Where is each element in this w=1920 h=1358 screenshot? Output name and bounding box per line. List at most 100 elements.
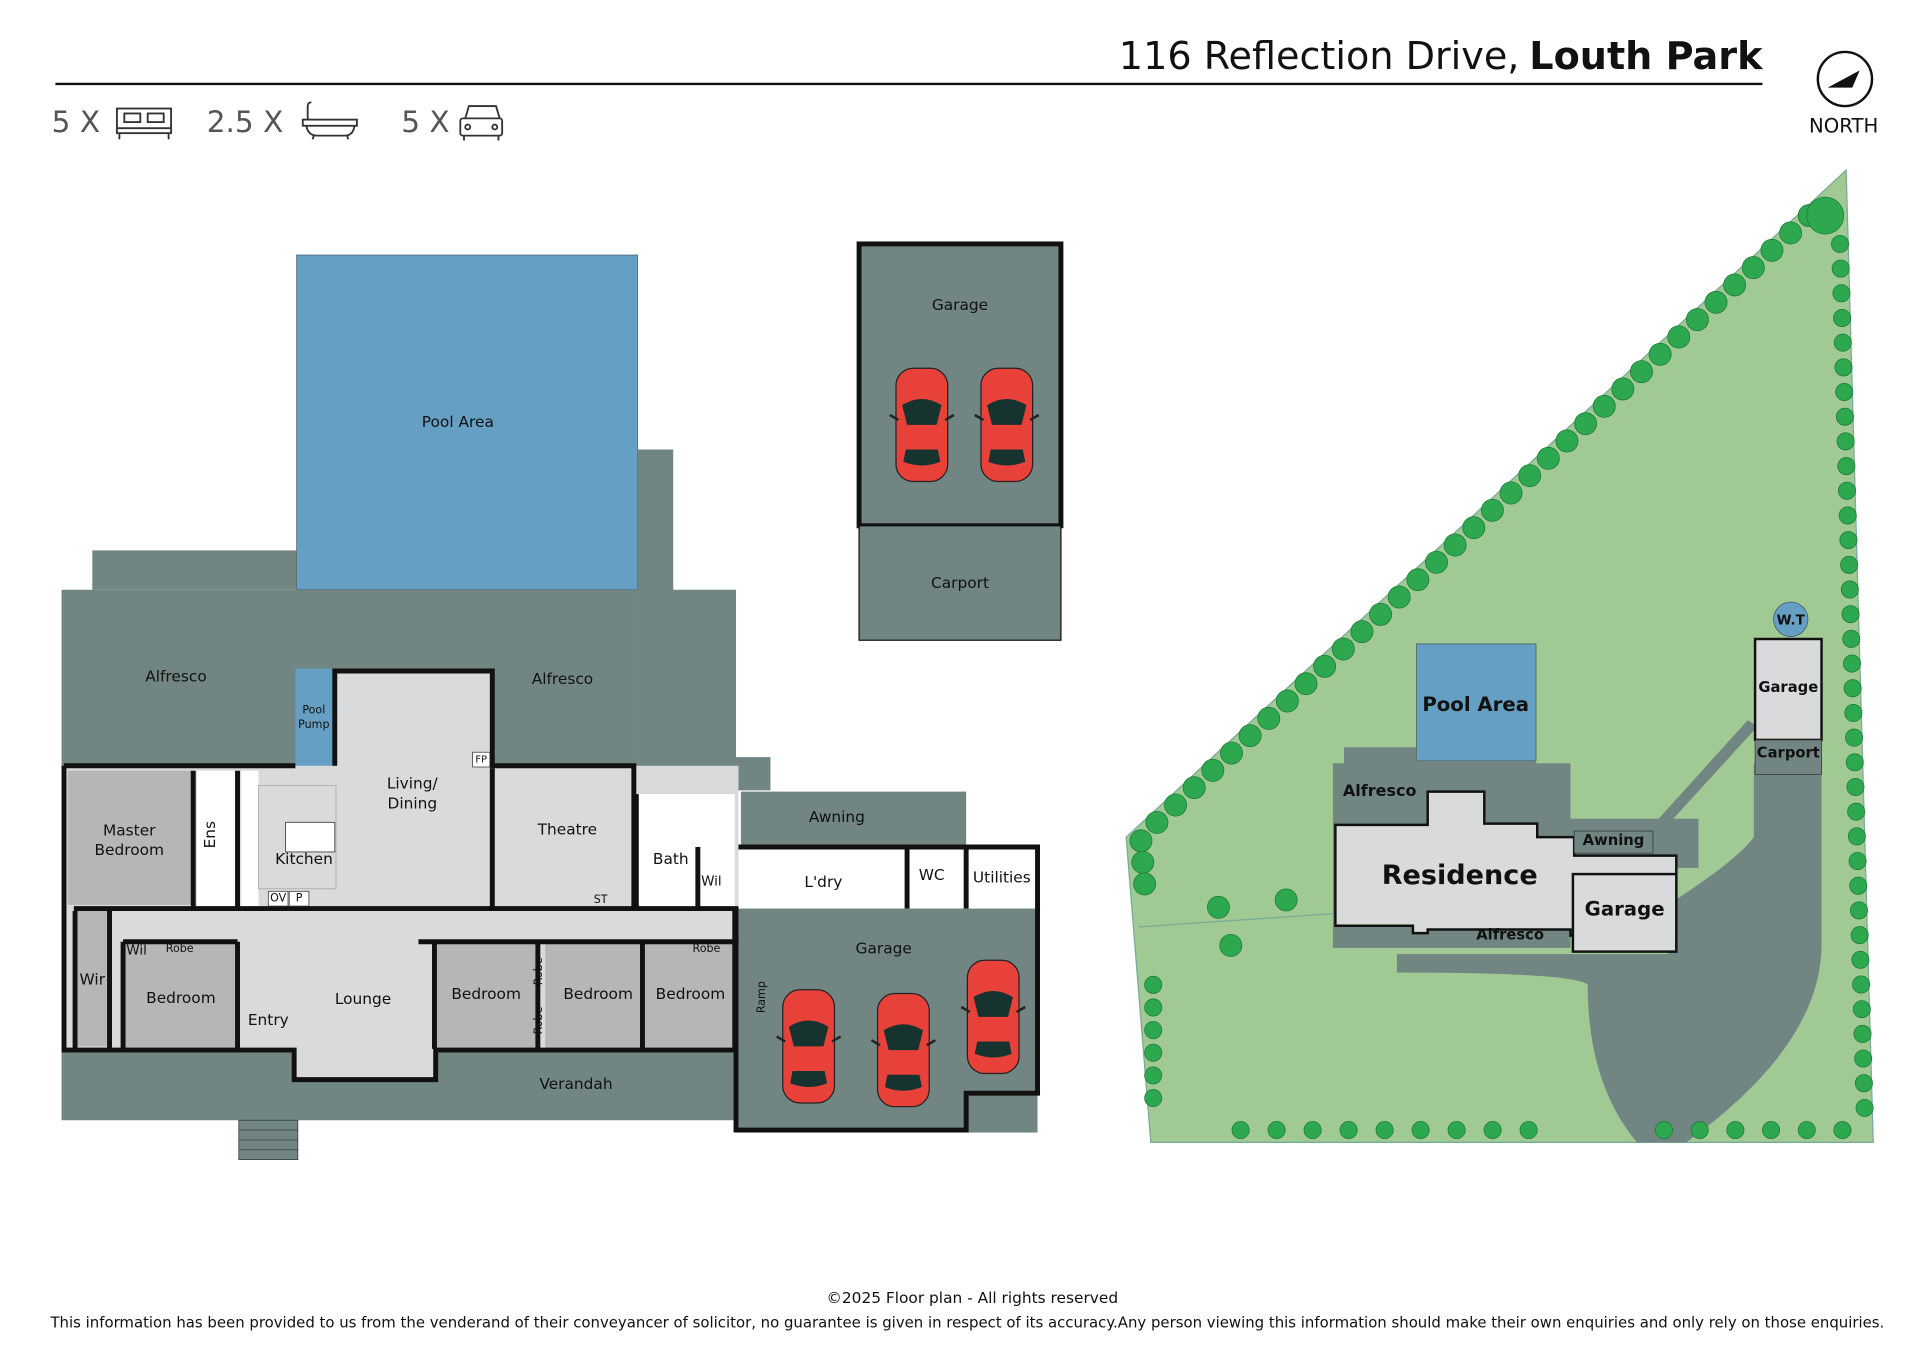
tree-icon <box>1144 1021 1163 1040</box>
tree-icon <box>1144 1066 1163 1085</box>
detached-carport <box>858 525 1062 641</box>
tree-icon <box>1499 481 1523 505</box>
tree-icon <box>1129 829 1153 853</box>
bedroom-3 <box>434 941 536 1049</box>
tree-icon <box>1844 703 1863 722</box>
tree-icon <box>1536 446 1560 470</box>
tree-icon <box>1411 1121 1430 1140</box>
tree-icon <box>1406 568 1430 592</box>
tree-icon <box>1144 975 1163 994</box>
feature-beds: 5 X <box>52 105 172 140</box>
tree-icon <box>1350 620 1374 644</box>
site-detached-garage-label: Garage <box>1758 679 1818 696</box>
tree-icon <box>1843 679 1862 698</box>
alfresco-left-label: Alfresco <box>145 668 207 686</box>
alfresco-right-label: Alfresco <box>532 670 594 688</box>
tree-icon <box>1219 934 1243 957</box>
fireplace <box>472 751 491 768</box>
walls <box>61 668 1040 1133</box>
tree-icon <box>1592 394 1616 418</box>
tree-icon <box>1131 850 1155 874</box>
tree-icon <box>1837 457 1856 476</box>
tree-icon <box>1182 776 1206 800</box>
robe-label-3: Robe <box>532 957 545 985</box>
tree-icon <box>1847 802 1866 821</box>
tree-icon <box>1555 429 1579 453</box>
car-icon <box>960 959 1026 1075</box>
fp-label: FP <box>475 755 487 766</box>
ramp-label: Ramp <box>755 981 768 1013</box>
tree-icon <box>1331 637 1355 661</box>
tree-icon <box>1850 926 1869 945</box>
site-carport-label: Carport <box>1757 744 1820 761</box>
parking-count: 5 X <box>401 105 449 139</box>
awning-area <box>740 791 967 847</box>
car-icon <box>870 992 936 1108</box>
tree-icon <box>1220 741 1243 765</box>
wil2-label: Wil <box>126 942 147 958</box>
tree-icon <box>1257 706 1281 730</box>
awning-label: Awning <box>809 808 865 826</box>
tree-icon <box>1483 1121 1502 1140</box>
tree-icon <box>1833 308 1852 327</box>
master-bedroom <box>67 770 194 905</box>
tree-icon <box>1835 383 1854 402</box>
tree-icon <box>1836 432 1855 451</box>
tree-icon <box>1303 1121 1322 1140</box>
bed-icon <box>116 107 172 140</box>
site-awning-label: Awning <box>1583 832 1645 849</box>
tree-icon <box>1852 975 1871 994</box>
wil-label: Wil <box>701 873 722 889</box>
tree-icon <box>1849 876 1868 895</box>
site-garage-label: Garage <box>1585 897 1665 920</box>
bathroom <box>636 794 735 909</box>
pool-pump-room <box>295 668 335 767</box>
oven <box>267 890 289 907</box>
trees <box>1129 196 1874 1140</box>
wir-room <box>77 911 109 1047</box>
tree-icon <box>1611 377 1635 401</box>
tree-icon <box>1294 672 1318 696</box>
wir-label: Wir <box>80 970 106 988</box>
kitchen-label: Kitchen <box>275 850 333 868</box>
water-tank <box>1773 601 1809 637</box>
tree-icon <box>1840 555 1859 574</box>
address-title: 116 Reflection Drive,Louth Park <box>1119 34 1764 78</box>
tree-icon <box>1339 1121 1358 1140</box>
p-label: P <box>296 892 303 905</box>
disclaimer-text: This information has been provided to us… <box>49 1314 1884 1331</box>
address-street: 116 Reflection Drive, <box>1119 34 1520 78</box>
master-label-1: Master <box>103 822 156 840</box>
lounge-bay <box>294 1048 436 1081</box>
tree-icon <box>1630 360 1653 384</box>
tree-icon <box>1852 1000 1871 1019</box>
baths-count: 2.5 X <box>207 105 284 139</box>
tree-icon <box>1164 793 1188 817</box>
tree-icon <box>1267 1121 1286 1140</box>
tree-icon <box>1847 827 1866 846</box>
site-detached-garage <box>1753 637 1823 742</box>
tree-icon <box>1845 728 1864 747</box>
site-alfresco-bottom-label: Alfresco <box>1476 927 1544 944</box>
tree-icon <box>1760 238 1784 262</box>
north-label: NORTH <box>1809 114 1878 137</box>
garage-label: Garage <box>856 940 912 958</box>
tree-icon <box>1519 1121 1538 1140</box>
ens-label: Ens <box>201 821 219 848</box>
site-pool-label: Pool Area <box>1422 693 1529 716</box>
tree-icon <box>1704 290 1728 314</box>
tree-icon <box>1667 325 1691 349</box>
beds-count: 5 X <box>52 105 100 139</box>
tree-icon <box>1838 481 1857 500</box>
copyright-text: ©2025 Floor plan - All rights reserved <box>827 1289 1119 1307</box>
laundry-label: L'dry <box>804 873 842 891</box>
detached-garage-label: Garage <box>932 296 988 314</box>
robe-label-1: Robe <box>166 942 194 955</box>
entry-label: Entry <box>248 1011 289 1029</box>
tree-icon <box>1834 358 1853 377</box>
site-plan: Pool Area Alfresco Residence Awning Gara… <box>1125 168 1874 1144</box>
pool-area-label: Pool Area <box>422 413 494 431</box>
tree-icon <box>1741 256 1765 280</box>
tree-icon <box>1144 998 1163 1017</box>
feature-baths: 2.5 X <box>207 101 358 140</box>
